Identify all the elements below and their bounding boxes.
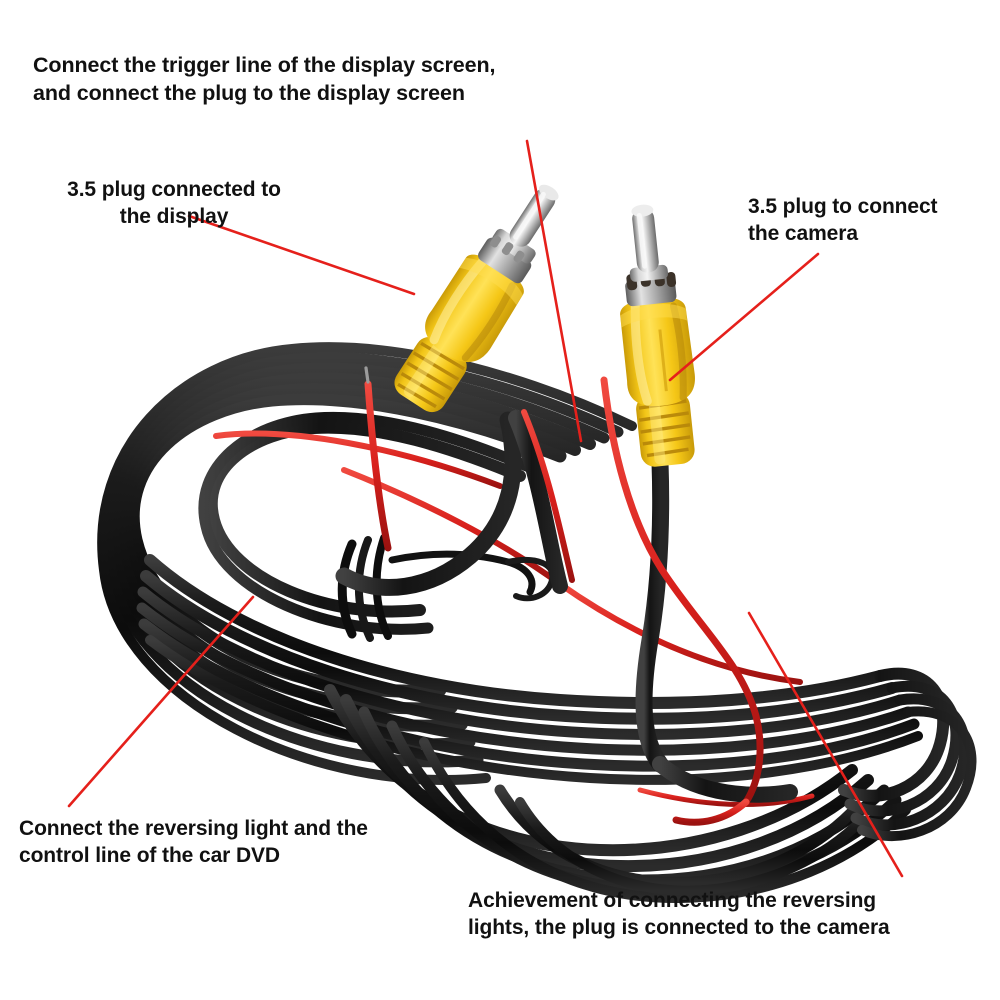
callout-plug-to-connect-camera: 3.5 plug to connect the camera <box>748 195 938 245</box>
strain-relief-right <box>636 392 695 467</box>
leader-achievement <box>747 611 904 878</box>
center-pin-left <box>509 184 559 247</box>
rca-plug-right <box>620 204 798 803</box>
callout-reversing-light-control-line: Connect the reversing light and the cont… <box>19 817 368 867</box>
red-trigger-wire-left <box>364 366 392 552</box>
leader-reversing-light <box>67 595 255 808</box>
leader-plug-camera <box>668 252 820 382</box>
callout-achievement-reversing-lights: Achievement of connecting the reversing … <box>468 889 890 939</box>
cable-coil <box>97 342 977 904</box>
callout-plug-connected-to-display: 3.5 plug connected to the display <box>67 178 281 228</box>
red-trigger-wire-right <box>600 376 764 826</box>
metal-collar-left <box>478 228 536 284</box>
leader-lines <box>67 139 904 878</box>
leader-plug-display <box>187 214 416 296</box>
center-pin-right <box>631 204 659 273</box>
rca-plug-left <box>335 184 575 596</box>
callout-trigger-line: Connect the trigger line of the display … <box>33 53 496 105</box>
leader-trigger-line <box>525 139 583 443</box>
